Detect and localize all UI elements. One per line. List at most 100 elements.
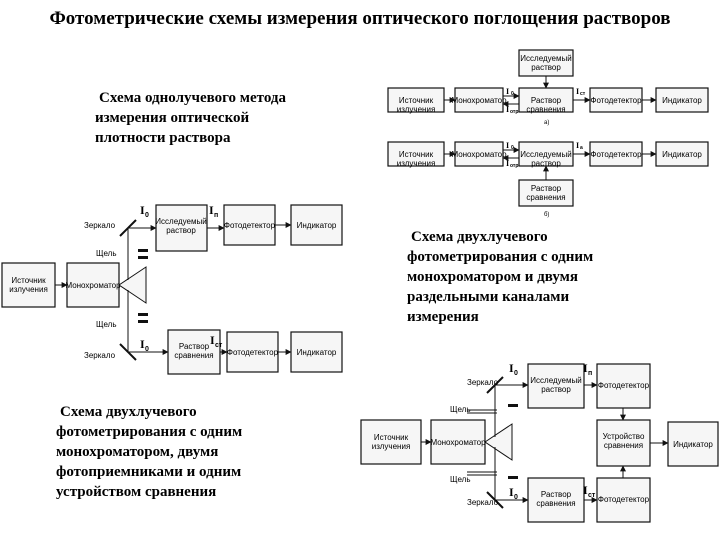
block-monochromator-label: Монохроматор xyxy=(430,438,486,447)
label-i-st: I xyxy=(576,87,579,96)
label-i-otr: I xyxy=(506,159,509,168)
svg-text:п: п xyxy=(588,370,592,377)
block-sample xyxy=(527,363,585,409)
block-photodetector-label: Фотодетектор xyxy=(224,221,276,230)
block-photodetector-label: Фотодетектор xyxy=(598,495,650,504)
block-reference xyxy=(527,477,585,523)
beam-splitter-icon xyxy=(484,423,513,461)
slit-icon xyxy=(508,476,518,479)
mirror-label: Зеркало xyxy=(84,351,116,360)
block-photodetector-label: Фотодетектор xyxy=(590,150,642,159)
block-source xyxy=(1,262,56,308)
block-monochromator xyxy=(454,87,504,113)
slit-icon xyxy=(138,256,148,259)
slit-icon xyxy=(138,249,148,252)
block-indicator-label: Индикатор xyxy=(297,221,337,230)
svg-text:ст: ст xyxy=(588,492,596,499)
svg-text:0: 0 xyxy=(511,145,514,151)
label-i-p: I xyxy=(583,361,588,375)
block-comparator xyxy=(596,419,651,467)
block-indicator-label: Индикатор xyxy=(673,440,713,449)
slit-label: Щель xyxy=(96,320,117,329)
svg-text:0: 0 xyxy=(145,212,149,219)
caption-dual-beam-two-detectors: Схема двухлучевого фотометрирования с од… xyxy=(56,404,243,500)
block-photodetector-label: Фотодетектор xyxy=(590,96,642,105)
label-i-p: I xyxy=(209,203,214,217)
slit-icon xyxy=(138,313,148,316)
svg-text:0: 0 xyxy=(514,370,518,377)
block-sample xyxy=(155,204,208,252)
label-i-st: I xyxy=(583,483,588,497)
block-monochromator xyxy=(430,419,486,465)
block-photodetector-label: Фотодетектор xyxy=(227,348,279,357)
svg-text:ст: ст xyxy=(580,91,586,97)
block-monochromator-label: Монохроматор xyxy=(451,150,507,159)
slit-label: Щель xyxy=(96,249,117,258)
block-photodetector xyxy=(226,331,279,373)
slit-label: Щель xyxy=(450,475,471,484)
variant-a-label: а) xyxy=(544,120,549,126)
block-indicator xyxy=(655,87,709,113)
label-i0: I xyxy=(506,87,509,96)
block-source xyxy=(387,87,445,113)
label-i-st: I xyxy=(210,333,215,347)
block-photodetector xyxy=(596,363,651,409)
label-i-a: I xyxy=(576,141,579,150)
label-i0: I xyxy=(140,337,145,351)
svg-text:отр: отр xyxy=(510,109,518,115)
block-indicator-label: Индикатор xyxy=(297,348,337,357)
label-i0: I xyxy=(509,361,514,375)
label-i0: I xyxy=(509,485,514,499)
block-photodetector-label: Фотодетектор xyxy=(598,381,650,390)
variant-b-label: б) xyxy=(544,212,549,218)
slit-label: Щель xyxy=(450,405,471,414)
block-reference xyxy=(518,179,574,207)
block-monochromator-label: Монохроматор xyxy=(451,96,507,105)
block-source xyxy=(387,141,445,167)
label-i0: I xyxy=(506,141,509,150)
mirror-label: Зеркало xyxy=(84,221,116,230)
svg-text:ст: ст xyxy=(215,342,223,349)
page-title: Фотометрические схемы измерения оптическ… xyxy=(49,8,671,29)
block-sample xyxy=(518,49,574,77)
slit-icon xyxy=(508,404,518,407)
block-indicator-label: Индикатор xyxy=(662,96,702,105)
svg-text:отр: отр xyxy=(510,163,518,169)
slit-icon xyxy=(138,320,148,323)
svg-text:п: п xyxy=(214,212,218,219)
block-source xyxy=(360,419,422,465)
block-monochromator-label: Монохроматор xyxy=(65,281,121,290)
svg-text:0: 0 xyxy=(514,494,518,501)
label-i-otr: I xyxy=(506,105,509,114)
svg-text:а: а xyxy=(580,145,583,151)
block-indicator xyxy=(290,331,343,373)
mirror-label: Зеркало xyxy=(467,498,499,507)
caption-single-beam: Схема однолучевого метода измерения опти… xyxy=(95,90,287,146)
svg-text:0: 0 xyxy=(145,346,149,353)
block-photodetector xyxy=(223,204,276,246)
block-monochromator xyxy=(454,141,504,167)
label-i0: I xyxy=(140,203,145,217)
beam-splitter-icon xyxy=(118,266,147,304)
block-reference xyxy=(167,329,221,375)
mirror-label: Зеркало xyxy=(467,378,499,387)
block-indicator-label: Индикатор xyxy=(662,150,702,159)
